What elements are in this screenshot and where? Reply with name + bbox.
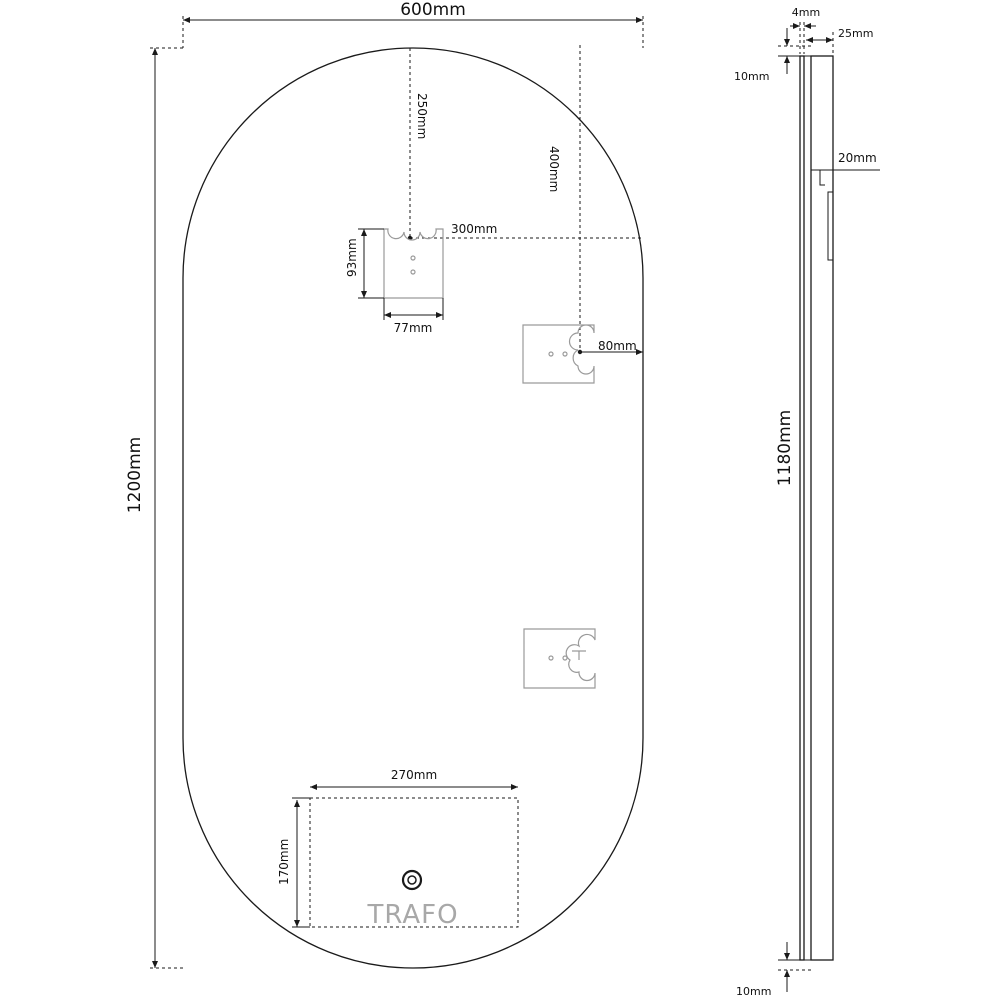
glass-thickness-label: 4mm [792,6,820,19]
touch-switch-icon [401,869,423,891]
bracket-height-label: 93mm [345,238,359,277]
bracket-width-label: 77mm [394,321,433,335]
dimension-250: 250mm [407,48,429,241]
trafo-width-label: 270mm [391,768,437,782]
top-offset-label: 10mm [734,70,769,83]
height-dimension: 1200mm [125,48,183,969]
dim-80-label: 80mm [598,339,637,353]
width-label: 600mm [400,0,466,20]
dim-400-label: 400mm [547,146,561,192]
wall-bracket-top [383,228,444,299]
frame-height-label: 1180mm [775,410,795,486]
bracket-depth-dimension: 20mm [811,151,880,171]
mirror-outline [182,47,644,969]
dimension-400: 400mm [547,45,581,352]
bracket-height-dimension: 93mm [345,228,384,299]
dimension-80: 80mm [580,339,643,355]
wall-bracket-right-lower [523,628,596,689]
frame-height-dimension: 1180mm [775,410,795,486]
trafo-height-label: 170mm [277,839,291,885]
front-view: 600mm 1200mm 250mm 400mm 300mm [125,0,644,969]
side-view: 4mm 25mm 10mm 20mm 1180mm 10mm [734,6,880,998]
frame-profile [810,55,834,961]
dim-250-label: 250mm [415,93,429,139]
top-width-dimensions: 4mm 25mm [790,6,873,54]
bottom-offset-dimension: 10mm [736,942,811,998]
width-dimension: 600mm [150,0,644,49]
bracket-depth-label: 20mm [838,151,877,165]
top-offset-dimension: 10mm [734,28,811,83]
depth-label: 25mm [838,27,873,40]
dimension-300: 300mm [410,222,643,239]
side-bracket [811,169,834,261]
height-label: 1200mm [125,437,145,513]
trafo-text: TRAFO [366,900,458,930]
bottom-offset-label: 10mm [736,985,771,998]
transformer-area: 270mm 170mm TRAFO [277,768,519,930]
bracket-width-dimension: 77mm [383,298,444,335]
wall-bracket-right-upper [522,324,595,384]
dim-300-label: 300mm [451,222,497,236]
glass-panel [799,55,805,961]
